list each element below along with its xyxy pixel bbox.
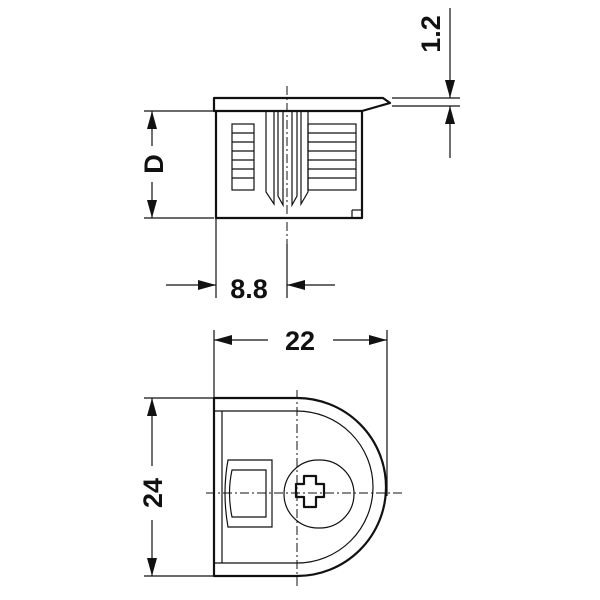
dimension-width: 22 [213,326,388,496]
diameter-label: 24 [138,478,168,508]
side-view-collar [212,96,392,113]
dimension-diameter: 24 [138,397,297,577]
depth-label: D [139,154,169,174]
dimension-offset: 8.8 [166,218,335,304]
left-rib-group [231,123,255,191]
center-slot [265,111,309,208]
collar-height-label: 1.2 [416,15,446,53]
plan-view-slot [224,459,273,528]
dimension-depth: D [136,110,214,219]
plan-view-inner-rim [214,410,374,564]
width-label: 22 [285,326,315,356]
side-view: D 1.2 8.8 [136,8,460,304]
right-rib-group [307,123,357,191]
cross-recess-icon [294,474,326,509]
dimension-collar-height: 1.2 [392,8,460,158]
offset-label: 8.8 [230,274,268,304]
side-view-body [214,109,364,220]
cam-disc [283,459,355,529]
plan-view: 22 24 [138,326,402,586]
plan-view-outline [212,396,388,578]
